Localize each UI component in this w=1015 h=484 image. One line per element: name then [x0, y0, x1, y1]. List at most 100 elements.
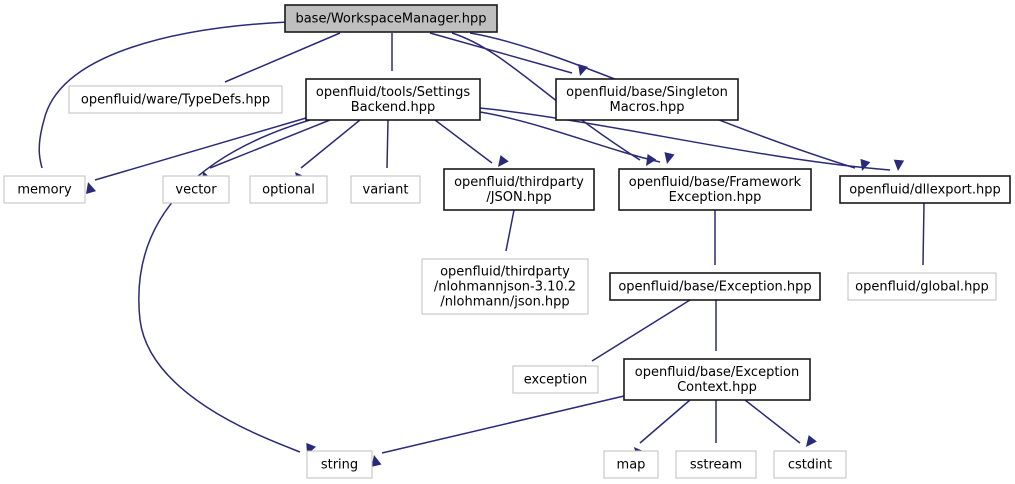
node-workspacemanager[interactable]: base/WorkspaceManager.hpp — [284, 4, 498, 33]
node-map[interactable]: map — [603, 450, 659, 479]
node-label: memory — [17, 182, 72, 197]
arrowhead-icon — [498, 155, 509, 167]
arrowhead-icon — [893, 159, 905, 171]
node-box[interactable] — [350, 175, 421, 204]
node-label: openfluid/global.hpp — [855, 279, 989, 294]
node-optional[interactable]: optional — [249, 175, 328, 204]
node-label: openfluid/thirdparty/nlohmannjson-3.10.2… — [434, 264, 576, 309]
edge-line — [138, 119, 311, 453]
edge-settingsbackend-to-frameworkexception — [479, 111, 675, 164]
edge-exceptioncontext-to-string — [371, 395, 625, 467]
node-cstdint[interactable]: cstdint — [773, 450, 847, 479]
node-exception[interactable]: exception — [512, 365, 599, 394]
node-label: exception — [524, 372, 588, 387]
node-label: openfluid/base/Exception.hpp — [618, 279, 811, 294]
edge-settingsbackend-to-string — [138, 119, 316, 455]
node-vector[interactable]: vector — [162, 175, 230, 204]
arrowhead-icon — [86, 182, 97, 195]
node-box[interactable] — [305, 78, 481, 121]
node-box[interactable] — [68, 85, 283, 114]
node-label: map — [617, 457, 646, 472]
edge-exceptioncontext-to-cstdint — [744, 399, 817, 447]
node-label: sstream — [690, 457, 742, 472]
edge-line — [505, 209, 515, 252]
node-box[interactable] — [609, 272, 821, 301]
edge-settingsbackend-to-optional — [295, 119, 361, 184]
node-box[interactable] — [555, 78, 739, 121]
node-json[interactable]: openfluid/thirdparty/JSON.hpp — [443, 168, 595, 211]
node-label: string — [321, 457, 358, 472]
node-box[interactable] — [839, 175, 1011, 204]
node-label: openfluid/ware/TypeDefs.hpp — [81, 92, 270, 107]
edge-line — [922, 202, 925, 266]
edge-line — [639, 399, 691, 444]
node-memory[interactable]: memory — [3, 175, 86, 204]
node-sstream[interactable]: sstream — [675, 450, 757, 479]
arrowhead-icon — [860, 158, 871, 171]
node-label: base/WorkspaceManager.hpp — [295, 11, 486, 26]
node-label: cstdint — [788, 457, 832, 472]
node-global[interactable]: openfluid/global.hpp — [847, 272, 997, 301]
node-typedefs[interactable]: openfluid/ware/TypeDefs.hpp — [68, 85, 283, 114]
node-label: openfluid/dllexport.hpp — [849, 182, 1001, 197]
edge-line — [209, 119, 331, 169]
arrowhead-icon — [371, 455, 382, 467]
node-string[interactable]: string — [306, 450, 373, 479]
edge-line — [94, 117, 307, 181]
edge-line — [744, 399, 801, 444]
node-box[interactable] — [421, 258, 589, 315]
node-box[interactable] — [284, 4, 498, 33]
arrowhead-icon — [664, 152, 675, 164]
edge-line — [479, 107, 891, 171]
edge-line — [591, 299, 691, 362]
edge-line — [386, 119, 389, 169]
node-variant[interactable]: variant — [350, 175, 421, 204]
node-box[interactable] — [623, 358, 811, 401]
node-box[interactable] — [603, 450, 659, 479]
edge-line — [434, 119, 493, 164]
arrowhead-icon — [806, 435, 817, 447]
edge-settingsbackend-to-dllexport — [479, 107, 905, 171]
node-box[interactable] — [306, 450, 373, 479]
arrowhead-icon — [646, 153, 657, 166]
edge-settingsbackend-to-memory — [86, 117, 307, 195]
edge-workspacemanager-to-singletonmacros — [429, 32, 589, 76]
node-nlohmannjson[interactable]: openfluid/thirdparty/nlohmannjson-3.10.2… — [421, 258, 589, 315]
edge-line — [300, 119, 361, 169]
node-box[interactable] — [675, 450, 757, 479]
node-box[interactable] — [443, 168, 595, 211]
node-label: openfluid/thirdparty/JSON.hpp — [454, 175, 584, 205]
node-label: vector — [175, 182, 217, 197]
edge-settingsbackend-to-json — [434, 119, 509, 167]
arrowhead-icon — [578, 63, 589, 76]
node-box[interactable] — [3, 175, 86, 204]
node-box[interactable] — [162, 175, 230, 204]
edge-line — [38, 21, 289, 169]
nodes-layer: base/WorkspaceManager.hpp openfluid/ware/… — [3, 4, 1011, 479]
node-box[interactable] — [773, 450, 847, 479]
node-dllexport[interactable]: openfluid/dllexport.hpp — [839, 175, 1011, 204]
node-box[interactable] — [512, 365, 599, 394]
edge-settingsbackend-to-vector — [202, 119, 331, 184]
edge-line — [429, 32, 573, 74]
node-box[interactable] — [618, 168, 812, 211]
edge-line — [381, 395, 625, 454]
edge-dllexport-to-global — [917, 202, 929, 284]
node-label: variant — [363, 182, 409, 197]
node-box[interactable] — [847, 272, 997, 301]
edge-line — [479, 111, 661, 163]
node-exception_hpp[interactable]: openfluid/base/Exception.hpp — [609, 272, 821, 301]
edge-line — [224, 32, 341, 83]
edge-line — [451, 32, 641, 161]
node-box[interactable] — [249, 175, 328, 204]
